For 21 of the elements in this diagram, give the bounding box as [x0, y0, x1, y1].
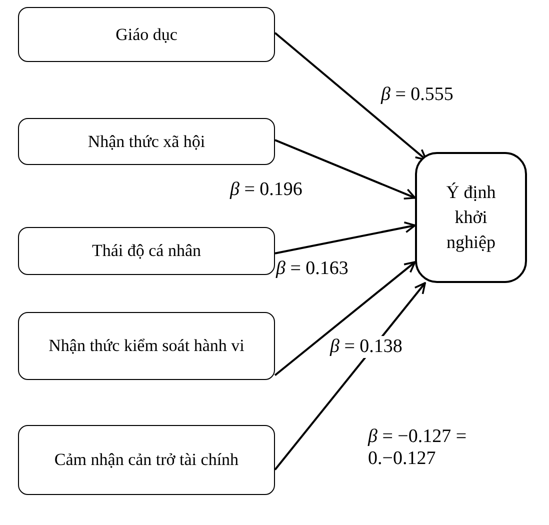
- node-text: Nhận thức kiểm soát hành vi: [48, 335, 244, 358]
- edge-label: β = 0.138: [330, 336, 402, 358]
- node-text: Nhận thức xã hội: [88, 130, 206, 153]
- arrow: [274, 282, 426, 470]
- edge-label: β = 0.196: [230, 179, 302, 201]
- edge-label: β = 0.555: [381, 84, 454, 106]
- arrow: [274, 32, 428, 161]
- node-text: Ý định khởi nghiệp: [445, 180, 497, 254]
- concept-box: [18, 227, 275, 275]
- arrow: [274, 222, 416, 254]
- concept-box: [18, 7, 275, 62]
- arrow: [274, 139, 416, 200]
- node-text: Cảm nhận cản trở tài chính: [54, 449, 239, 472]
- node-text: Thái độ cá nhân: [92, 240, 202, 262]
- concept-box: [18, 312, 275, 380]
- concept-box: [18, 118, 275, 165]
- concept-box: [18, 425, 275, 495]
- arrow: [274, 261, 416, 376]
- node-text: Giáo dục: [116, 24, 178, 46]
- edge-label: β = 0.163: [276, 258, 348, 280]
- concept-box: [415, 152, 527, 283]
